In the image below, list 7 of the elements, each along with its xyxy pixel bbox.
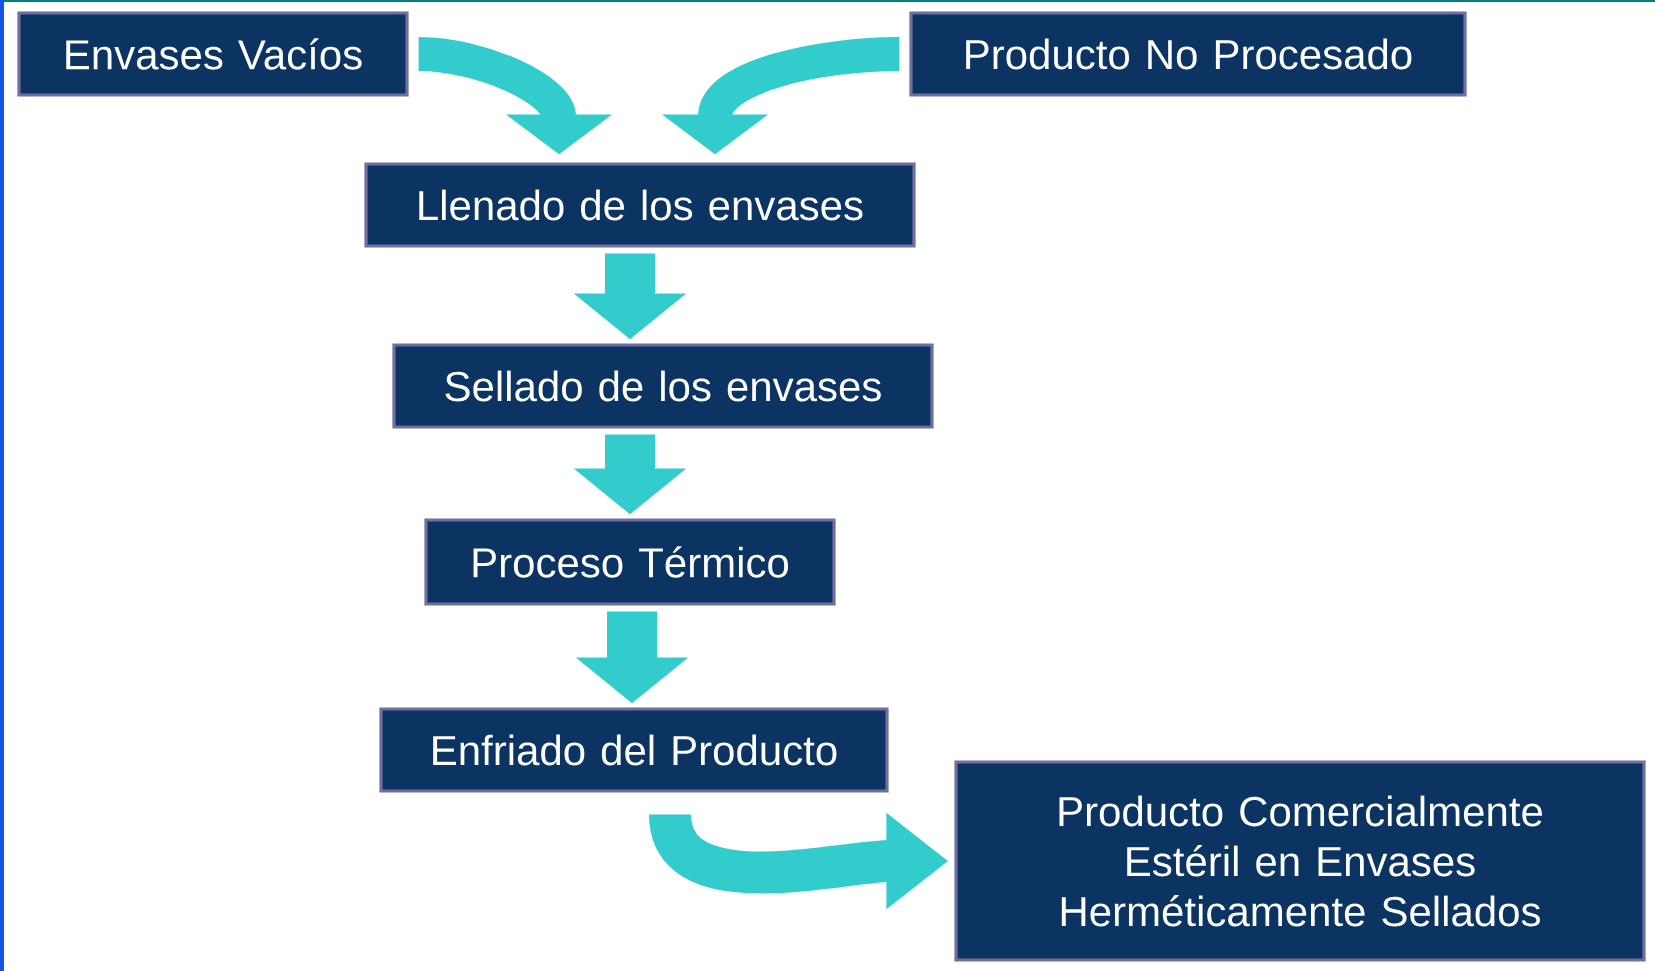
process-box: Producto Comercialmente Estéril en Envases Herméticamente Sellados — [954, 760, 1646, 962]
process-box: Sellado de los envases — [392, 343, 934, 429]
process-box: Producto No Procesado — [909, 11, 1467, 97]
process-box: Llenado de los envases — [364, 162, 916, 248]
process-box: Enfriado del Producto — [379, 707, 889, 793]
process-box: Proceso Térmico — [424, 518, 836, 606]
process-box: Envases Vacíos — [17, 11, 409, 97]
